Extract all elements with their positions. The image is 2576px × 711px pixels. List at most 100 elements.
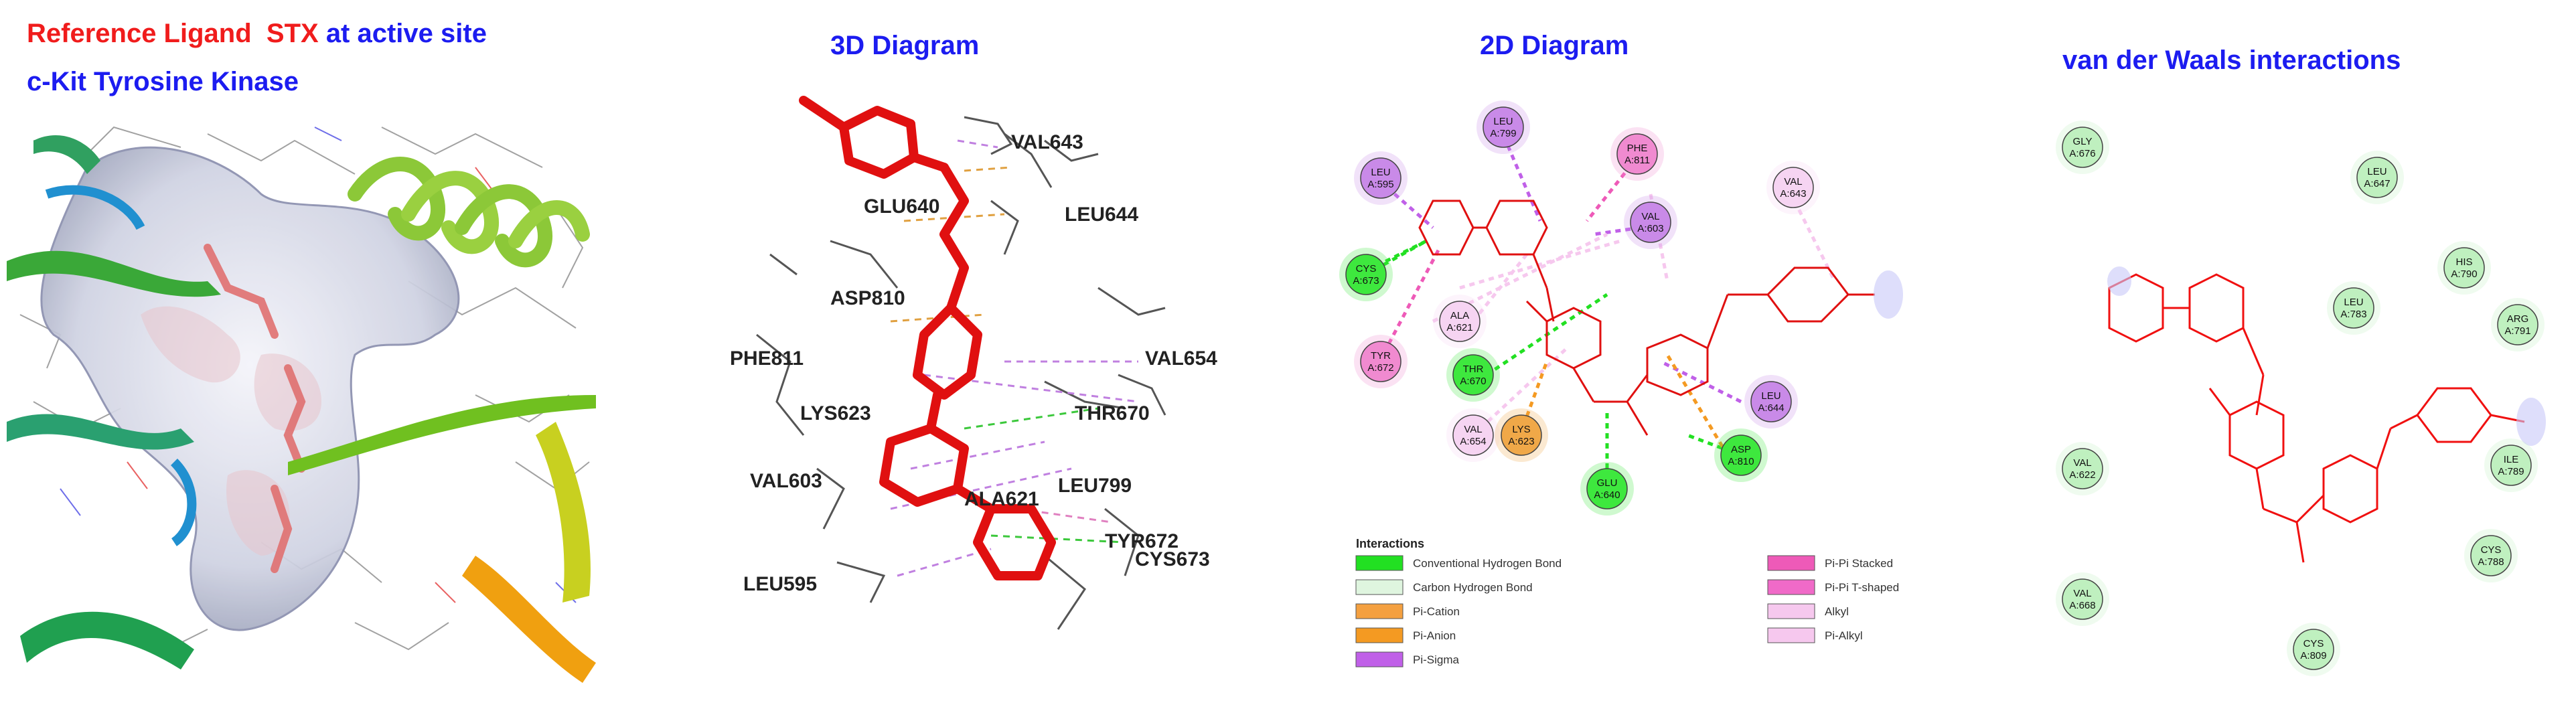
vdw-residue-number: A:622 [2069, 469, 2095, 481]
vdw-residue-number: A:809 [2300, 650, 2326, 661]
vdw-residue-name: GLY [2073, 136, 2093, 147]
vdw-residue-name: ILE [2504, 454, 2519, 465]
2d-residue-number: A:623 [1508, 436, 1534, 447]
2d-residue-number: A:670 [1460, 376, 1486, 387]
2d-residue-number: A:672 [1367, 362, 1393, 374]
label-leu799: LEU799 [1058, 475, 1132, 497]
2d-residue-name: VAL [1641, 211, 1659, 222]
2d-residue-number: A:673 [1353, 275, 1379, 287]
vdw-residue-name: HIS [2455, 256, 2472, 268]
legend-label: Pi-Pi Stacked [1825, 557, 1893, 570]
2d-residue-number: A:643 [1780, 188, 1806, 200]
2d-residue-name: ALA [1450, 310, 1469, 321]
2d-residue-number: A:603 [1637, 223, 1663, 234]
legend-item: Pi-Pi T-shaped [1767, 579, 1899, 595]
title-ref-ligand: Reference Ligand [27, 19, 252, 48]
panel-3d-diagram: 3D Diagram [670, 0, 1312, 711]
vdw-residue-name: LEU [2367, 166, 2386, 177]
vdw-residue-number: A:783 [2340, 309, 2366, 320]
2d-residue-name: ASP [1731, 444, 1751, 455]
legend-label: Pi-Anion [1413, 629, 1456, 642]
legend-item: Pi-Anion [1355, 627, 1456, 643]
legend-title: Interactions [1356, 537, 1424, 550]
2d-residue-number: A:640 [1594, 489, 1620, 501]
legend-item: Pi-Pi Stacked [1767, 555, 1893, 571]
label-val654: VAL654 [1145, 347, 1217, 370]
2d-residue-name: CYS [1356, 263, 1377, 274]
vdw-residue-number: A:790 [2451, 268, 2477, 280]
label-val603: VAL603 [750, 470, 822, 492]
vdw-residue-number: A:788 [2478, 556, 2504, 568]
label-leu595: LEU595 [743, 573, 817, 595]
label-thr670: THR670 [1075, 402, 1150, 424]
vdw-residue-name: CYS [2303, 638, 2324, 649]
label-ala621: ALA621 [964, 488, 1039, 510]
2d-residue-number: A:621 [1446, 322, 1472, 333]
panel-2d-diagram: 2D Diagram [1306, 0, 1942, 711]
label-tyr672: TYR672 [1105, 530, 1179, 552]
legend-item: Carbon Hydrogen Bond [1355, 579, 1533, 595]
panel4-title: van der Waals interactions [2062, 46, 2401, 75]
panel-reference-ligand: Reference Ligand STX at active site c-Ki… [0, 0, 603, 711]
legend-item: Pi-Cation [1355, 603, 1460, 619]
2d-residue-name: VAL [1784, 176, 1802, 187]
binding-site-rendering [7, 114, 596, 696]
vdw-residue-name: CYS [2481, 544, 2502, 556]
label-leu644: LEU644 [1065, 204, 1138, 226]
label-phe811: PHE811 [730, 347, 804, 370]
legend-label: Carbon Hydrogen Bond [1413, 581, 1533, 594]
legend-label: Alkyl [1825, 605, 1849, 618]
vdw-residue-number: A:668 [2069, 600, 2095, 611]
vdw-residue-name: LEU [2344, 297, 2363, 308]
2d-residue-name: LEU [1371, 167, 1390, 178]
legend-label: Pi-Cation [1413, 605, 1460, 618]
2d-residue-name: VAL [1464, 424, 1482, 435]
2d-residue-name: LEU [1493, 116, 1513, 127]
vdw-residue-number: A:789 [2498, 466, 2524, 477]
2d-residue-name: LYS [1512, 424, 1530, 435]
panel1-title-line1: Reference Ligand STX at active site [27, 19, 487, 49]
legend-label: Conventional Hydrogen Bond [1413, 557, 1562, 570]
title-stx: STX [266, 19, 319, 48]
2d-residue-number: A:811 [1624, 155, 1650, 166]
legend-item: Pi-Sigma [1355, 651, 1460, 667]
2d-residue-number: A:799 [1490, 128, 1516, 139]
3d-interaction-diagram: VAL643 GLU640 LEU644 ASP810 PHE811 VAL65… [730, 96, 1217, 630]
legend-label: Pi-Sigma [1413, 653, 1460, 666]
panel1-title-line2: c-Kit Tyrosine Kinase [27, 67, 299, 96]
2d-residue-name: PHE [1627, 143, 1648, 154]
2d-residue-name: LEU [1761, 390, 1781, 402]
legend-label: Pi-Alkyl [1825, 629, 1863, 642]
title-active-site: at active site [325, 19, 487, 48]
2d-residue-number: A:644 [1758, 402, 1784, 414]
2d-residue-number: A:654 [1460, 436, 1486, 447]
panel2-title: 3D Diagram [830, 31, 980, 60]
label-cys673: CYS673 [1135, 548, 1210, 570]
vdw-residue-name: VAL [2073, 457, 2091, 469]
